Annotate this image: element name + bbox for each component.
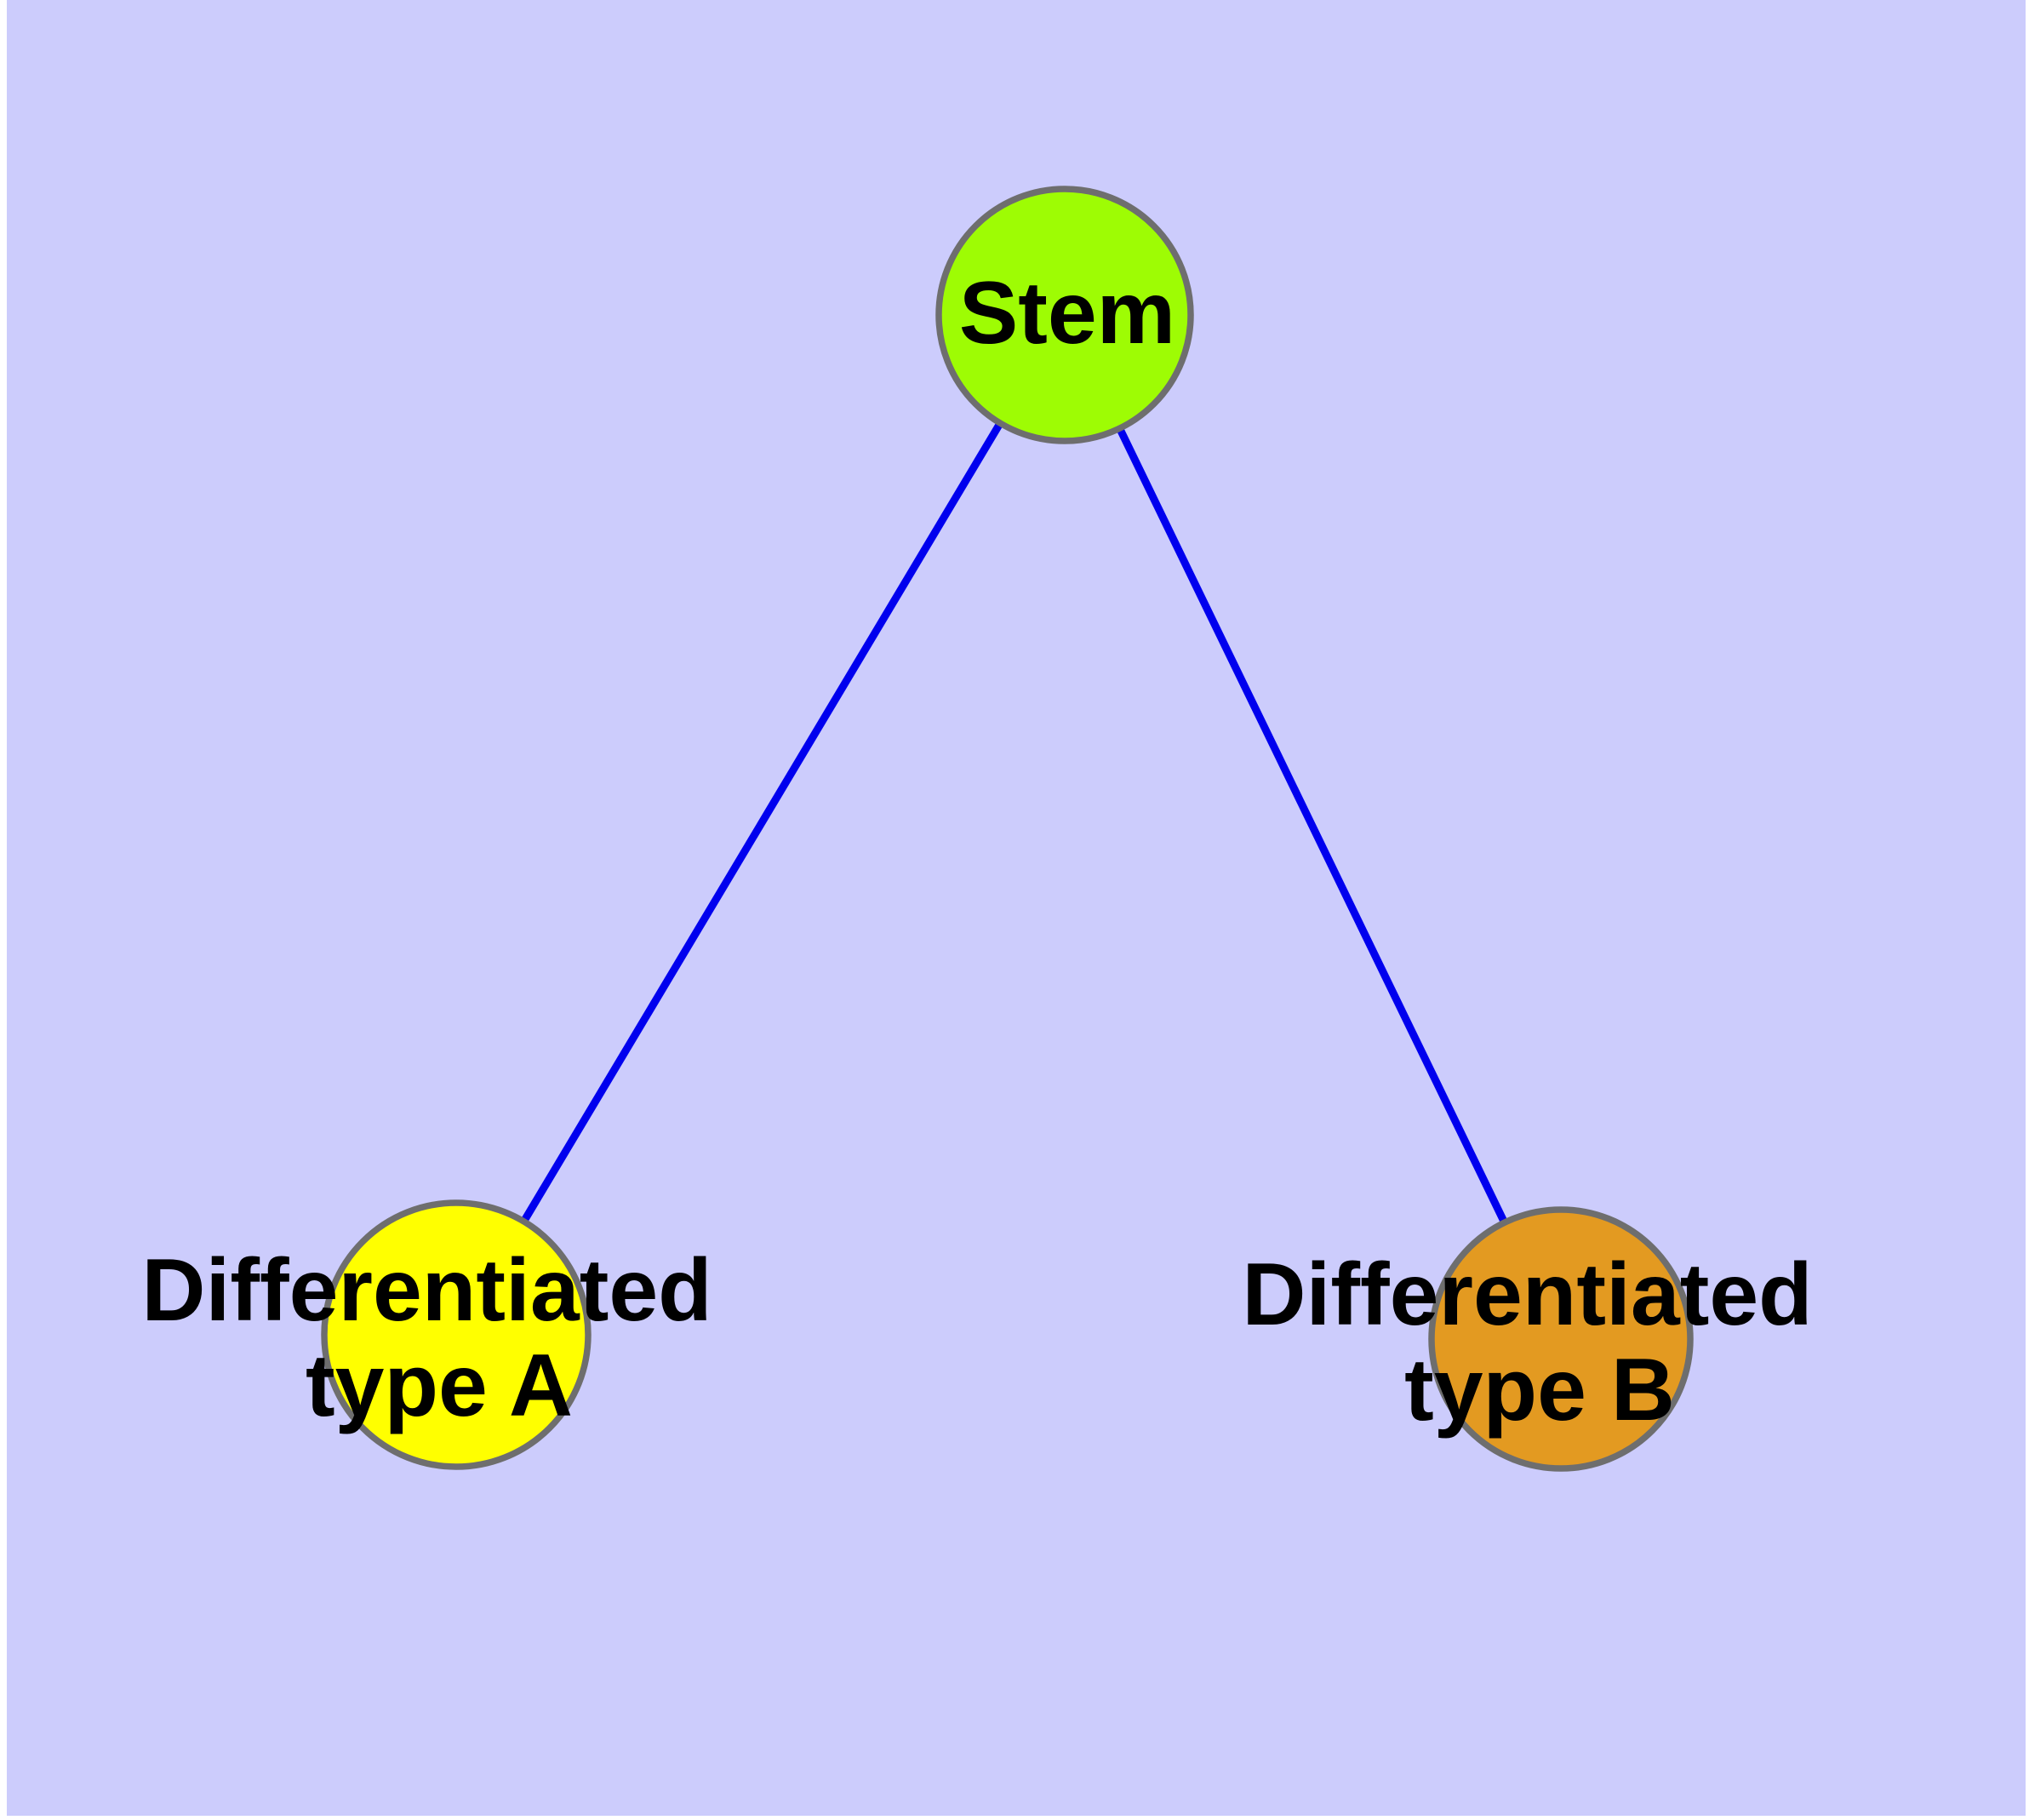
node-differentiated-type-b-circle[interactable] [1428,1206,1694,1472]
node-differentiated-type-a-label-line-1: Differentiated [141,1241,712,1340]
node-differentiated-type-a-circle[interactable] [321,1199,592,1470]
node-stem-label-line-1: Stem [959,264,1175,363]
node-stem[interactable]: Stem [935,186,1194,444]
node-differentiated-type-a-label: Differentiated type A [141,1241,736,1435]
edge-layer [453,312,1565,1341]
node-differentiated-type-b-label: Differentiated type B [1242,1245,1837,1439]
node-differentiated-type-b-label-line-1: Differentiated [1242,1245,1812,1344]
node-differentiated-type-b[interactable] [1428,1206,1694,1472]
node-differentiated-type-b-label-line-2: type B [1404,1341,1675,1439]
node-stem-circle[interactable] [935,186,1194,444]
diagram-plot-area: Stem Differentiated type A Differentiate… [7,0,2026,1816]
node-differentiated-type-a[interactable] [321,1199,592,1470]
node-layer: Stem Differentiated type A Differentiate… [141,186,1837,1472]
node-differentiated-type-a-label-line-2: type A [306,1336,573,1435]
node-stem-label: Stem [959,264,1175,363]
edge-stem-to-differentiated-type-b[interactable] [1060,313,1565,1341]
graph-svg: Stem Differentiated type A Differentiate… [141,186,1837,1472]
edge-stem-to-differentiated-type-a[interactable] [453,312,1068,1337]
